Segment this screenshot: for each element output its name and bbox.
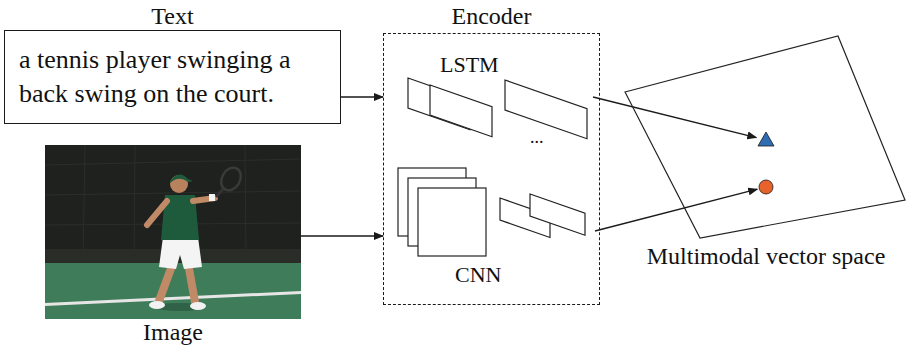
image-input: Image xyxy=(45,145,301,345)
caption-text: a tennis player swinging a back swing on… xyxy=(19,43,326,111)
arrow-connector xyxy=(301,235,383,236)
text-box-frame: a tennis player swinging a back swing on… xyxy=(4,30,341,124)
heading-label: Text xyxy=(4,2,341,30)
lstm-block: LSTM xyxy=(398,48,593,148)
image-label: Image xyxy=(45,319,301,345)
vector-space-plane xyxy=(620,32,912,272)
multimodal-space: Multimodal vector space xyxy=(620,32,912,272)
arrow-connector xyxy=(595,189,757,231)
space-label: Multimodal vector space xyxy=(620,242,912,270)
encoder-group: Encoder LSTM CNN xyxy=(383,2,600,305)
cnn-block: CNN xyxy=(395,165,595,303)
tennis-photo xyxy=(45,145,301,319)
arrow-connector xyxy=(593,97,756,138)
group-heading: Encoder xyxy=(383,2,600,31)
layer-label: CNN xyxy=(455,262,501,288)
arrow-connector xyxy=(341,96,383,97)
layer-label: LSTM xyxy=(440,52,499,78)
ellipsis-label: ... xyxy=(530,128,544,146)
text-input-box: Text a tennis player swinging a back swin… xyxy=(4,2,341,124)
